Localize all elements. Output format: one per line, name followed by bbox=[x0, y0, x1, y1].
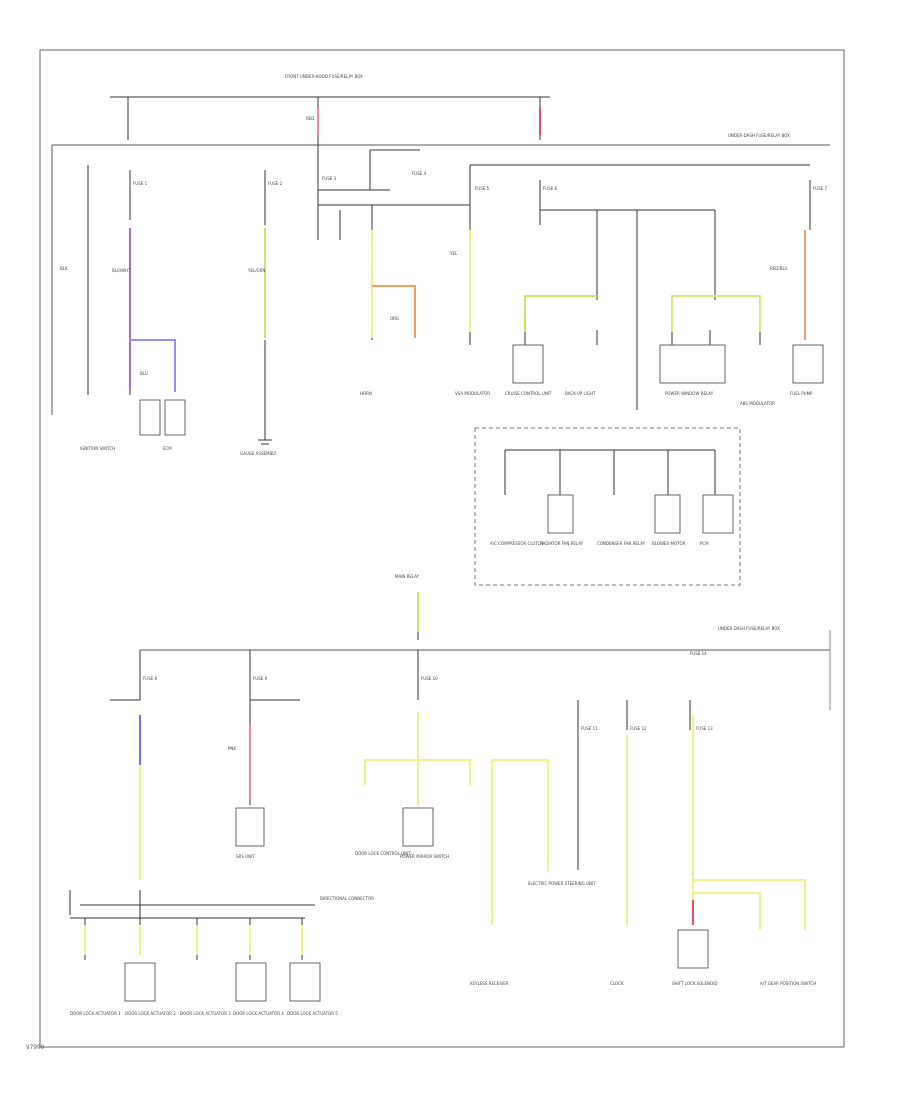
component-label: CLOCK bbox=[610, 981, 624, 986]
fuse-label: FUSE 5 bbox=[475, 186, 490, 191]
wire-color-label: BLK bbox=[60, 266, 68, 271]
component-label: SRS UNIT bbox=[236, 854, 255, 859]
wire-color-label: BLU/WHT bbox=[112, 268, 131, 273]
wire-color-label: RED bbox=[306, 116, 314, 121]
fuse-label: FUSE 7 bbox=[813, 186, 828, 191]
component-label: DOOR LOCK CONTROL UNIT bbox=[355, 851, 411, 856]
component-label: SHIFT LOCK SOLENOID bbox=[672, 981, 717, 986]
wire-yellow-10 bbox=[693, 892, 761, 930]
component-box bbox=[659, 344, 726, 384]
wire-yellow-6 bbox=[491, 759, 549, 925]
wire-color-label: YEL bbox=[449, 251, 458, 256]
wire-color-label: ORG bbox=[390, 316, 399, 321]
component-label: BLOWER MOTOR bbox=[652, 541, 686, 546]
label-upper-junction: UNDER-DASH FUSE/RELAY BOX bbox=[728, 133, 790, 138]
label-lower-junction: UNDER-DASH FUSE/RELAY BOX bbox=[718, 626, 780, 631]
wire-color-label: YEL/GRN bbox=[247, 268, 265, 273]
component-label: DOOR LOCK ACTUATOR 2 bbox=[125, 1011, 176, 1016]
fuse-label: FUSE 3 bbox=[322, 176, 337, 181]
component-label: HORN bbox=[360, 391, 372, 396]
wire-blue-loop bbox=[130, 339, 176, 392]
component-label: ABS MODULATOR bbox=[740, 401, 775, 406]
component-box bbox=[289, 962, 321, 1002]
component-box bbox=[512, 344, 544, 384]
component-label: DOOR LOCK ACTUATOR 5 bbox=[287, 1011, 338, 1016]
fuse-label: FUSE 11 bbox=[581, 726, 598, 731]
label-top-bus: FRONT UNDER-HOOD FUSE/RELAY BOX bbox=[285, 74, 363, 79]
wire-orange bbox=[372, 285, 416, 338]
component-label: RADIATOR FAN RELAY bbox=[540, 541, 584, 546]
component-label: IGNITION SWITCH bbox=[80, 446, 115, 451]
fuse-label: FUSE 4 bbox=[412, 171, 427, 176]
component-label: CONDENSER FAN RELAY bbox=[597, 541, 646, 546]
component-label: DOOR LOCK ACTUATOR 3 bbox=[180, 1011, 231, 1016]
component-box bbox=[792, 344, 824, 384]
component-label: VSA MODULATOR bbox=[455, 391, 490, 396]
component-box bbox=[402, 807, 434, 847]
component-label: GAUGE ASSEMBLY bbox=[240, 451, 277, 456]
component-label: KEYLESS RECEIVER bbox=[470, 981, 509, 986]
wire-color-label: RED/BLU bbox=[770, 266, 788, 271]
component-label: A/C COMPRESSOR CLUTCH bbox=[490, 541, 543, 546]
fuse-label: FUSE 12 bbox=[630, 726, 647, 731]
fuse-label: FUSE 8 bbox=[143, 676, 158, 681]
component-box bbox=[677, 929, 709, 969]
label-connector-group: DIRECTIONAL CONNECTOR bbox=[320, 896, 374, 901]
component-box bbox=[235, 807, 265, 847]
fuse-label: FUSE 9 bbox=[253, 676, 268, 681]
fuse-label: FUSE 6 bbox=[543, 186, 558, 191]
component-label: PCM bbox=[700, 541, 709, 546]
diagram-frame bbox=[39, 49, 845, 1048]
fuse-label: FUSE 2 bbox=[268, 181, 283, 186]
fuse-label: FUSE 13 bbox=[696, 726, 713, 731]
wire-yellow-5 bbox=[364, 759, 471, 785]
component-box bbox=[139, 399, 161, 436]
wire-yellow-9 bbox=[693, 879, 806, 930]
wire-yellow-green-3 bbox=[671, 295, 761, 332]
component-label: POWER WINDOW RELAY bbox=[665, 391, 714, 396]
component-label: BACK-UP LIGHT bbox=[565, 391, 596, 396]
wire-color-label: PNK bbox=[228, 746, 236, 751]
component-box bbox=[702, 494, 734, 534]
component-box bbox=[547, 494, 574, 534]
component-label: A/T GEAR POSITION SWITCH bbox=[760, 981, 816, 986]
component-box bbox=[235, 962, 267, 1002]
component-box bbox=[124, 962, 156, 1002]
wire-yellow-green-2 bbox=[524, 295, 597, 332]
wire-color-label: BLU bbox=[140, 371, 148, 376]
component-label: DOOR LOCK ACTUATOR 1 bbox=[70, 1011, 121, 1016]
fuse-label: FUSE 1 bbox=[133, 181, 148, 186]
component-label: ELECTRIC POWER STEERING UNIT bbox=[528, 881, 596, 886]
fuse-label: FUSE 10 bbox=[421, 676, 438, 681]
reference-code: V7990 bbox=[26, 1044, 45, 1051]
component-label: CRUISE CONTROL UNIT bbox=[505, 391, 552, 396]
component-label: ECM bbox=[163, 446, 172, 451]
component-label: FUEL PUMP bbox=[790, 391, 813, 396]
component-label: POWER MIRROR SWITCH bbox=[400, 854, 449, 859]
fuse-label: FUSE 14 bbox=[690, 651, 707, 656]
component-label: DOOR LOCK ACTUATOR 4 bbox=[233, 1011, 284, 1016]
component-box bbox=[654, 494, 681, 534]
component-box bbox=[164, 399, 186, 436]
label-main-switch: MAIN RELAY bbox=[395, 574, 420, 579]
